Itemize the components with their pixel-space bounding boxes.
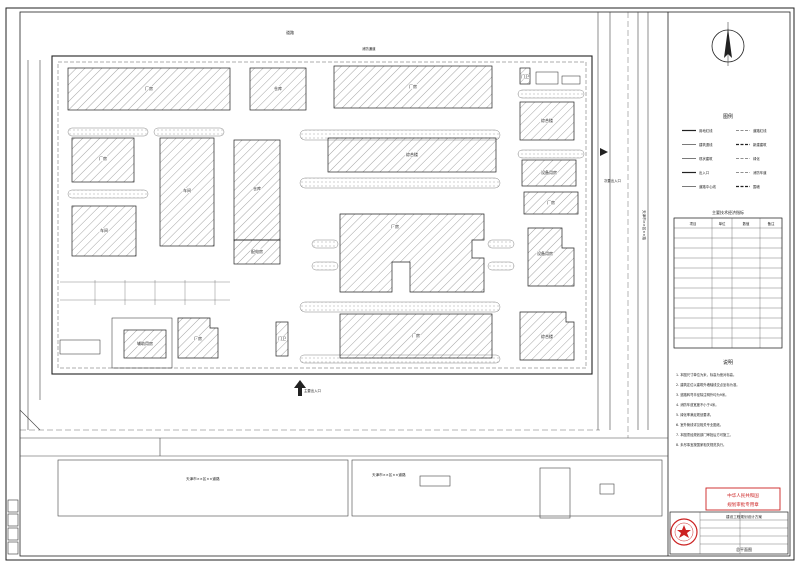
building-label-b1: 厂房 [145,85,153,91]
label-south-road-left: 天津市××区××道路 [186,476,220,481]
technical-table-title: 主要技术经济指标 [712,209,744,215]
title-block-project: 建设工程规划设计方案 [726,514,762,519]
building-b20 [123,329,167,359]
sheet-inner-border [19,11,791,557]
site-boundary [51,55,593,375]
notes-line: 7. 本图须经规划部门审批后方可施工。 [676,432,733,437]
notes-line: 6. 室外管线详见相关专业图纸。 [676,422,723,427]
notes-line: 1. 本图尺寸单位为米，标高为绝对标高。 [676,372,736,377]
notes-line: 4. 消防车道宽度不小于4米。 [676,402,719,407]
south-parcels [57,459,663,519]
building-label-b14: 厂房 [391,223,399,229]
building-label-b7: 车间 [100,227,108,233]
building-label-b19: 厂房 [194,335,202,341]
stamp-title: 中华人民共和国 [727,492,759,499]
notes-line: 5. 绿化率满足规划要求。 [676,412,713,417]
building-b2 [249,67,307,111]
table-header-cell: 单位 [719,221,726,226]
building-b15 [527,227,575,287]
site-inner-boundary [57,61,587,369]
building-b13 [523,191,579,215]
legend-item-label: 围墙 [753,184,760,189]
legend-item-label: 出入口 [699,170,709,175]
building-b1 [67,67,231,111]
building-b8 [159,137,215,247]
entrance-arrow-icon [294,148,608,396]
north-arrow-icon [711,22,745,66]
building-label-b20: 辅助用房 [137,340,153,346]
left-margin-marks [7,499,19,555]
building-b4 [519,67,531,85]
building-label-b11: 综合楼 [406,151,418,157]
building-b17 [519,311,575,361]
sheet-outer-border [5,7,795,561]
legend-item-label: 消防车道 [753,170,767,175]
building-b18 [275,321,289,357]
notes-title: 说明 [723,359,733,366]
building-label-b6: 厂房 [99,155,107,161]
building-label-b4: 门卫 [521,73,529,79]
building-label-b3: 厂房 [409,83,417,89]
building-b10 [233,239,281,265]
table-header-cell: 数值 [743,221,750,226]
buildings-layer [67,65,579,361]
building-label-b13: 厂房 [547,199,555,205]
notes-line: 2. 建筑定位以建筑外墙轴线交点坐标为准。 [676,382,740,387]
stamp-subtitle: 规划审批专用章 [727,501,759,508]
legend-item-label: 道路红线 [753,128,767,133]
technical-table: 主要技术经济指标 项目 单位 数值 备注 [673,209,783,349]
legend-item-label: 道路中心线 [699,184,717,189]
label-secondary-entrance: 次要出入口 [604,178,621,183]
approval-stamp-icon: 中华人民共和国 规划审批专用章 [670,487,781,546]
building-label-b2: 仓库 [274,85,282,91]
label-north-road: 道路 [286,29,294,35]
building-b16 [339,313,493,359]
green-areas [67,89,585,364]
building-label-b16: 厂房 [412,332,420,338]
legend-item-label: 用地红线 [699,128,713,133]
road-network [19,12,668,457]
legend-item-label: 新建建筑 [753,142,767,147]
building-label-b17: 综合楼 [541,333,553,339]
label-south-road-right: 天津市××区××道路 [372,472,406,477]
building-b11 [327,137,497,173]
title-block: 建设工程规划设计方案 总平面图 [669,511,789,555]
building-b14 [339,213,485,293]
building-b5 [519,101,575,141]
annex-outlines [59,71,581,369]
title-block-drawing: 总平面图 [736,546,752,552]
building-b9 [233,139,281,241]
building-label-b15: 设备用房 [537,250,553,256]
notes-line: 3. 道路转弯半径除注明外均为9米。 [676,392,728,397]
building-label-b5: 综合楼 [541,117,553,123]
table-header-cell: 备注 [768,221,775,226]
building-b6 [71,137,135,183]
left-yard-grid [60,280,230,305]
legend-item-label: 绿化 [753,156,760,161]
label-east-road: 天津市××区××路 [642,210,647,240]
building-label-b18: 门卫 [278,335,286,341]
building-label-b10: 配电房 [251,248,263,254]
building-label-b12: 设备用房 [541,169,557,175]
legend-item-label: 建筑退线 [699,142,713,147]
building-b7 [71,205,137,257]
legend-item-label: 现状建筑 [699,156,713,161]
table-header-cell: 项目 [690,222,697,226]
notes-panel: 说明 1. 本图尺寸单位为米，标高为绝对标高。 2. 建筑定位以建筑外墙轴线交点坐… [676,359,740,447]
label-main-entrance: 主要出入口 [304,388,321,393]
label-fire-lane: 消防通道 [362,46,376,51]
building-b19 [177,317,219,359]
legend-title: 图例 [723,113,733,120]
building-b3 [333,65,493,109]
building-b12 [521,159,577,187]
notes-line: 8. 未尽事宜按国家相关规范执行。 [676,442,726,447]
building-label-b8: 车间 [183,187,191,193]
building-label-b9: 仓库 [253,185,261,191]
